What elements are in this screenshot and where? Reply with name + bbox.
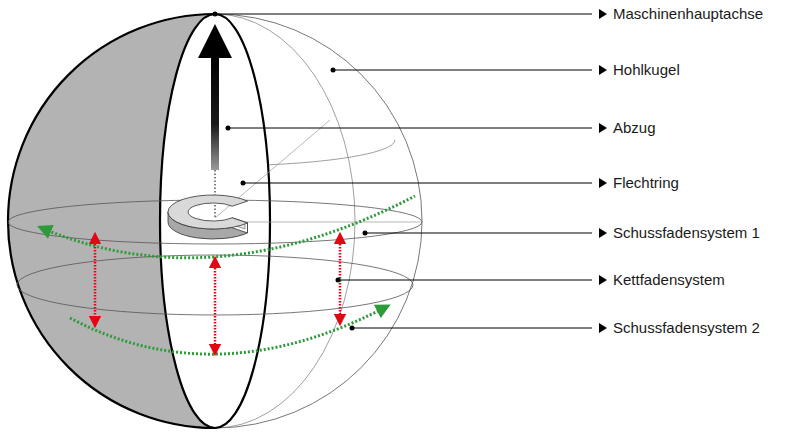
part-label: Maschinenhauptachse [613, 5, 763, 23]
latitude-line [17, 255, 413, 315]
part-label: Abzug [613, 119, 656, 137]
braiding-ring [168, 195, 248, 239]
take-off-arrow-shaft [211, 56, 219, 170]
leader-dots [213, 12, 368, 331]
part-label: Flechtring [613, 174, 679, 192]
part-label: Hohlkugel [613, 61, 680, 79]
part-label: Schussfadensystem 1 [613, 224, 760, 242]
sphere-section [160, 14, 270, 428]
warp-system [95, 238, 340, 350]
weft-system-2 [70, 308, 384, 354]
machine-axis [215, 170, 216, 218]
label-bullets [599, 9, 607, 333]
part-label: Schussfadensystem 2 [613, 319, 760, 337]
weft-system-1 [44, 196, 415, 258]
leader-lines [215, 14, 592, 328]
take-off-arrow-head [198, 24, 232, 58]
part-label: Kettfadensystem [613, 271, 725, 289]
